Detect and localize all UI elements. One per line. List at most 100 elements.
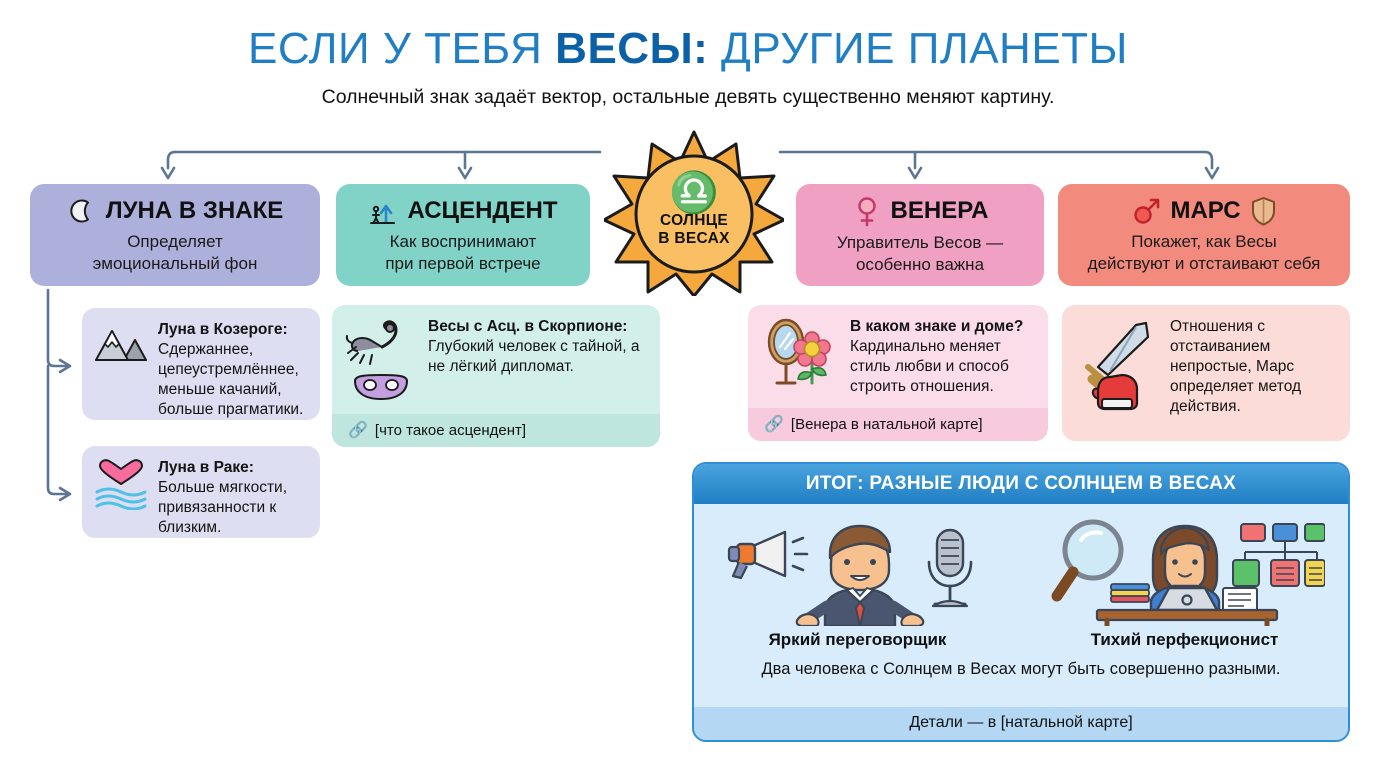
waves-icon [95,487,147,510]
heart-icon [99,459,143,485]
summary-panel: ИТОГ: РАЗНЫЕ ЛЮДИ С СОЛНЦЕМ В ВЕСАХ [692,462,1350,742]
subcard-venus-house-heading: В каком знаке и доме? [850,318,1024,335]
subcard-mars-relations[interactable]: Отношения с отстаиванием непростые, Марс… [1062,305,1350,441]
scorpion-icon [345,320,398,365]
subcard-moon-capricorn-body-text: Сдержаннее, цепеустремлённее, меньше кач… [158,341,304,418]
subcard-ascendant-scorpio[interactable]: Весы с Асц. в Скорпионе: Глубокий челове… [332,305,660,447]
card-mars-subtitle-line1: Покажет, как Весы [1131,231,1277,251]
summary-panel-header: ИТОГ: РАЗНЫЕ ЛЮДИ С СОЛНЦЕМ В ВЕСАХ [694,464,1348,504]
subcard-mars-relations-body: Отношения с отстаиванием непростые, Марс… [1062,305,1350,441]
boxing-glove-icon [1091,373,1139,411]
card-mars-subtitle-line2: действуют и отстаивают себя [1087,253,1321,273]
sun-badge-line2: В ВЕСАХ [658,230,730,247]
card-venus-subtitle: Управитель Весов — особенно важна [837,232,1003,276]
subcard-venus-house-body: В каком знаке и доме? Кардинально меняет… [748,305,1048,408]
shield-icon [1251,196,1275,225]
subcard-moon-cancer-body: Луна в Раке: Больше мягкости, привязанно… [82,446,320,538]
megaphone-icon [727,530,808,580]
card-moon[interactable]: ЛУНА В ЗНАКЕ Определяет эмоциональный фо… [30,184,320,286]
subcard-ascendant-scorpio-link-label: [что такое асцендент] [374,421,527,439]
card-mars[interactable]: МАРС Покажет, как Весы действуют и отста… [1058,184,1350,286]
page-subtitle: Солнечный знак задаёт вектор, остальные … [321,86,1055,108]
card-moon-subtitle-line2: эмоциональный фон [92,253,258,273]
summary-footer-link[interactable]: Детали — в [натальной карте] [694,707,1348,740]
subcard-moon-capricorn-heading: Луна в Козероге: [158,321,288,338]
card-venus[interactable]: ВЕНЕРА Управитель Весов — особенно важна [796,184,1044,286]
sun-badge-line1: СОЛНЦЕ [659,212,728,229]
mask-icon [354,374,408,400]
subcard-mars-relations-text: Отношения с отстаиванием непростые, Марс… [1170,317,1338,417]
subcard-venus-house-link-label: [Венера в натальной карте] [790,415,983,433]
magnifier-icon [1051,519,1123,602]
org-chart-icon [1231,523,1325,587]
desk-items [1095,583,1278,626]
sun-burst-shape [602,130,786,298]
title-part-1: ЕСЛИ У ТЕБЯ [248,24,556,73]
flower-icon [793,331,831,385]
subcard-moon-capricorn-body: Луна в Козероге: Сдержаннее, цепеустремл… [82,308,320,420]
card-ascendant-head: АСЦЕНДЕНТ [368,196,558,226]
subcard-venus-house-text: В каком знаке и доме? Кардинально меняет… [850,317,1036,397]
subcard-ascendant-scorpio-body-text: Глубокий человек с тайной, а не лёгкий д… [428,338,640,375]
businessman-figure [795,524,924,626]
mountain-icon [95,330,147,361]
businessman-illustration [727,524,972,626]
subcard-venus-house-body-text: Кардинально меняет стиль любви и способ … [850,338,1009,395]
microphone-icon [927,528,972,608]
title-part-2: ДРУГИЕ ПЛАНЕТЫ [708,24,1128,73]
title-highlight: ВЕСЫ: [555,24,709,73]
mars-symbol-icon [1134,198,1160,224]
crescent-moon-icon [70,199,89,222]
subcard-ascendant-scorpio-link[interactable]: 🔗 [что такое асцендент] [332,414,660,447]
summary-figure-right-caption: Тихий перфекционист [1090,630,1279,649]
subcard-venus-house-link[interactable]: 🔗 [Венера в натальной карте] [748,408,1048,441]
card-venus-title: ВЕНЕРА [890,196,989,224]
subcard-moon-capricorn-icons [94,320,148,366]
summary-note: Два человека с Солнцем в Весах могут быт… [761,660,1281,678]
subcard-moon-cancer[interactable]: Луна в Раке: Больше мягкости, привязанно… [82,446,320,538]
card-venus-subtitle-line2: особенно важна [855,254,985,274]
card-ascendant-subtitle: Как воспринимают при первой встрече [385,231,540,275]
subcard-moon-capricorn-text: Луна в Козероге: Сдержаннее, цепеустремл… [158,320,308,420]
page-title: ЕСЛИ У ТЕБЯ ВЕСЫ: ДРУГИЕ ПЛАНЕТЫ [0,24,1376,74]
chain-link-icon: 🔗 [348,422,368,439]
subcard-mars-relations-icons [1074,317,1160,413]
card-moon-subtitle-line1: Определяет [127,231,223,251]
person-arrow-up-icon [370,204,396,224]
summary-figure-left-caption: Яркий переговорщик [768,630,947,649]
woman-at-desk-illustration [1051,519,1325,626]
card-moon-head: ЛУНА В ЗНАКЕ [67,196,283,226]
card-ascendant-subtitle-line2: при первой встрече [385,253,541,273]
subcard-venus-house[interactable]: В каком знаке и доме? Кардинально меняет… [748,305,1048,441]
subcard-venus-house-icons [760,317,840,393]
sword-glove-icon [1085,321,1150,411]
subcard-ascendant-scorpio-text: Весы с Асц. в Скорпионе: Глубокий челове… [428,317,648,377]
card-venus-head: ВЕНЕРА [852,195,989,227]
summary-figure-left: Яркий переговорщик [694,514,1021,650]
card-mars-subtitle: Покажет, как Весы действуют и отстаивают… [1088,231,1321,275]
subcard-moon-cancer-text: Луна в Раке: Больше мягкости, привязанно… [158,458,308,538]
card-ascendant-subtitle-line1: Как воспринимают [389,231,537,251]
subcard-moon-cancer-icons [94,458,148,510]
mirror-icon [767,318,805,385]
subcard-ascendant-scorpio-heading: Весы с Асц. в Скорпионе: [428,318,628,335]
summary-figure-right: Тихий перфекционист [1021,514,1348,650]
subcard-moon-capricorn[interactable]: Луна в Козероге: Сдержаннее, цепеустремл… [82,308,320,420]
card-moon-title: ЛУНА В ЗНАКЕ [105,196,284,224]
subcard-moon-cancer-body-text: Больше мягкости, привязанности к близким… [158,479,288,536]
card-venus-subtitle-line1: Управитель Весов — [836,232,1004,252]
card-ascendant[interactable]: АСЦЕНДЕНТ Как воспринимают при первой вс… [336,184,590,286]
summary-figures: Яркий переговорщик [694,504,1348,650]
venus-symbol-icon [857,196,876,226]
card-moon-subtitle: Определяет эмоциональный фон [93,231,258,275]
card-mars-title: МАРС [1170,196,1241,224]
card-mars-head: МАРС [1131,196,1276,226]
subcard-mars-relations-body-text: Отношения с отстаиванием непростые, Марс… [1170,318,1302,415]
libra-symbol: ♎ [669,171,719,215]
subcard-moon-cancer-heading: Луна в Раке: [158,459,254,476]
subcard-ascendant-scorpio-body: Весы с Асц. в Скорпионе: Глубокий челове… [332,305,660,414]
mirror-flower-icon [767,318,831,385]
sun-badge: ♎ СОЛНЦЕ В ВЕСАХ [602,128,786,298]
card-ascendant-title: АСЦЕНДЕНТ [407,196,558,224]
